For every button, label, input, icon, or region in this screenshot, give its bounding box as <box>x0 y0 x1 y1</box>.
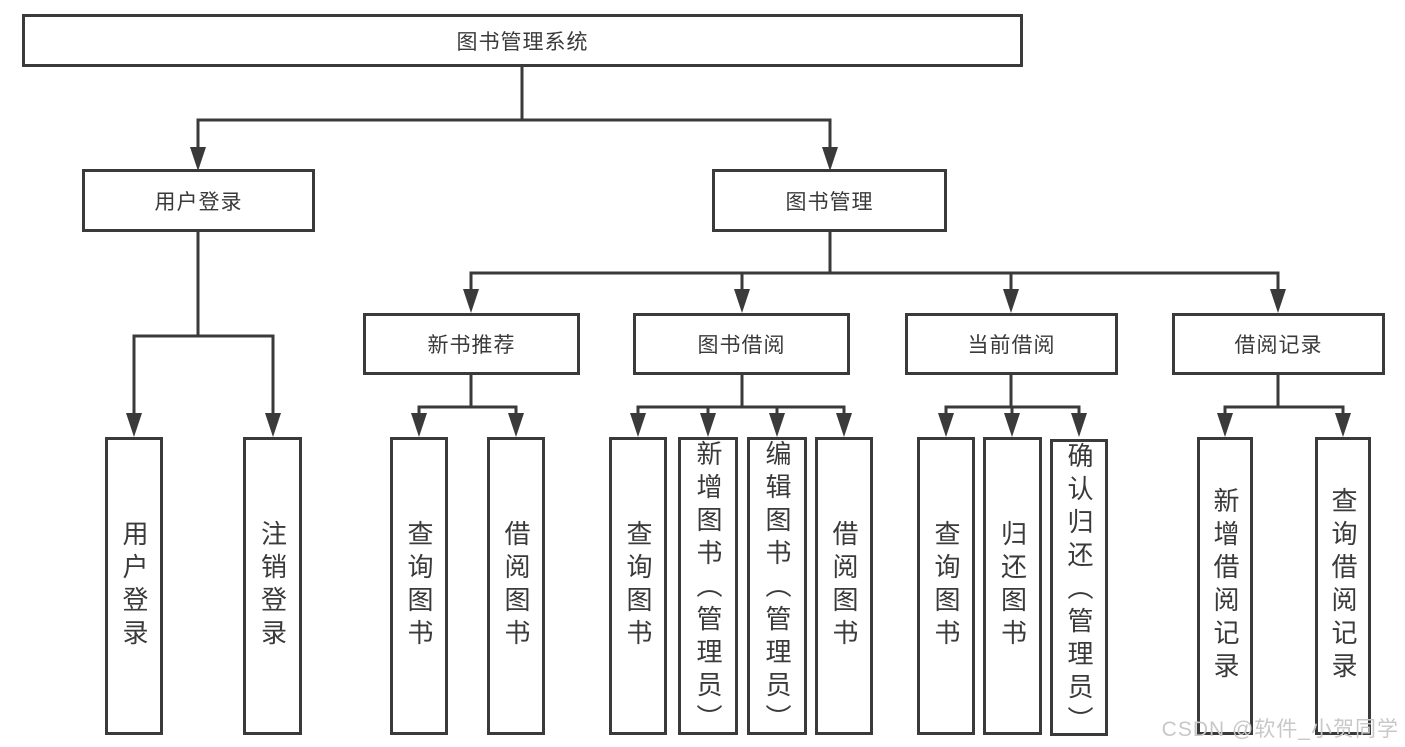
node-book-borrow-label: 图书借阅 <box>697 334 786 357</box>
node-library-system-label: 图书管理系统 <box>456 30 589 54</box>
leaf-current-query-books: 查询图书 <box>917 437 975 735</box>
node-book-management: 图书管理 <box>712 169 947 232</box>
leaf-borrow-borrow-books: 借阅图书 <box>815 437 873 735</box>
leaf-records-add-record: 新增借阅记录 <box>1197 437 1253 735</box>
leaf-borrow-edit-books-admin-label: 编辑图书（管理员） <box>762 440 792 737</box>
leaf-current-return-books: 归还图书 <box>983 437 1042 735</box>
leaf-borrow-add-books-admin: 新增图书（管理员） <box>678 437 738 737</box>
leaf-current-confirm-return-admin-label: 确认归还（管理员） <box>1064 442 1094 739</box>
node-borrow-records-label: 借阅记录 <box>1234 334 1323 357</box>
leaf-records-query-record: 查询借阅记录 <box>1315 437 1371 735</box>
leaf-current-return-books-label: 归还图书 <box>997 520 1028 652</box>
watermark: CSDN @软件_小贺同学 <box>1161 718 1399 741</box>
node-new-book-recommend-label: 新书推荐 <box>427 334 516 357</box>
leaf-recommend-query-books: 查询图书 <box>390 437 448 735</box>
leaf-borrow-query-books: 查询图书 <box>609 437 667 735</box>
node-book-borrow: 图书借阅 <box>633 313 850 375</box>
node-book-management-label: 图书管理 <box>785 190 874 214</box>
node-current-borrow-label: 当前借阅 <box>967 334 1056 357</box>
leaf-borrow-query-books-label: 查询图书 <box>623 520 653 652</box>
node-new-book-recommend: 新书推荐 <box>363 313 580 375</box>
leaf-current-query-books-label: 查询图书 <box>931 520 961 652</box>
leaf-records-query-record-label: 查询借阅记录 <box>1328 487 1358 685</box>
leaf-user-login: 用户登录 <box>105 437 163 735</box>
node-borrow-records: 借阅记录 <box>1172 313 1385 375</box>
leaf-user-login-label: 用户登录 <box>119 520 149 652</box>
leaf-logout-label: 注销登录 <box>257 520 288 652</box>
leaf-recommend-borrow-books-label: 借阅图书 <box>501 520 531 652</box>
leaf-borrow-add-books-admin-label: 新增图书（管理员） <box>693 440 723 737</box>
leaf-borrow-borrow-books-label: 借阅图书 <box>829 520 859 652</box>
leaf-recommend-query-books-label: 查询图书 <box>404 520 434 652</box>
node-library-system: 图书管理系统 <box>22 14 1023 67</box>
leaf-current-confirm-return-admin: 确认归还（管理员） <box>1050 439 1108 739</box>
leaf-logout: 注销登录 <box>243 437 302 735</box>
leaf-recommend-borrow-books: 借阅图书 <box>487 437 545 735</box>
leaf-borrow-edit-books-admin: 编辑图书（管理员） <box>747 437 807 737</box>
node-user-login-label: 用户登录 <box>154 190 243 214</box>
node-user-login: 用户登录 <box>82 169 315 232</box>
leaf-records-add-record-label: 新增借阅记录 <box>1210 487 1240 685</box>
node-current-borrow: 当前借阅 <box>905 313 1118 375</box>
